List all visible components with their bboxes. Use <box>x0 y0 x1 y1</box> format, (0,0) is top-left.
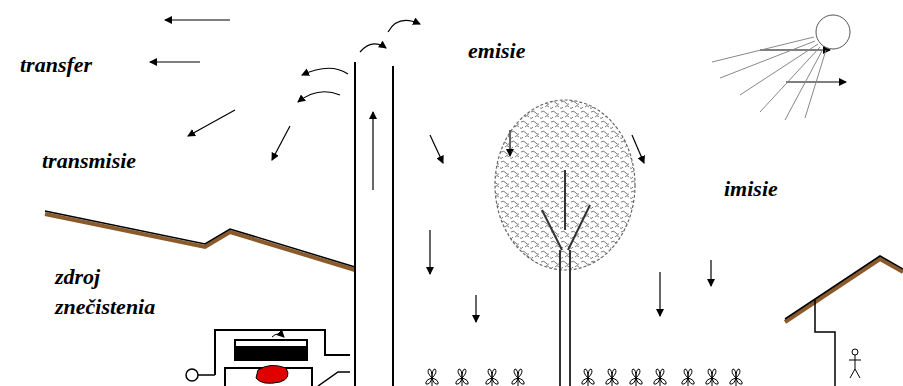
pollution-source <box>186 330 350 386</box>
chimney <box>355 62 393 386</box>
house-right <box>785 256 903 386</box>
roof-left <box>45 211 355 270</box>
label-text: transfer <box>20 50 92 80</box>
plant-row <box>426 369 742 386</box>
label-text: transmisie <box>42 146 136 176</box>
tree <box>495 100 635 386</box>
flow-arrows <box>150 20 846 322</box>
label-text: emisie <box>468 36 525 66</box>
label-text: imisie <box>724 174 778 204</box>
label-text: zdroj znečistenia <box>55 262 185 322</box>
sun <box>712 15 850 120</box>
